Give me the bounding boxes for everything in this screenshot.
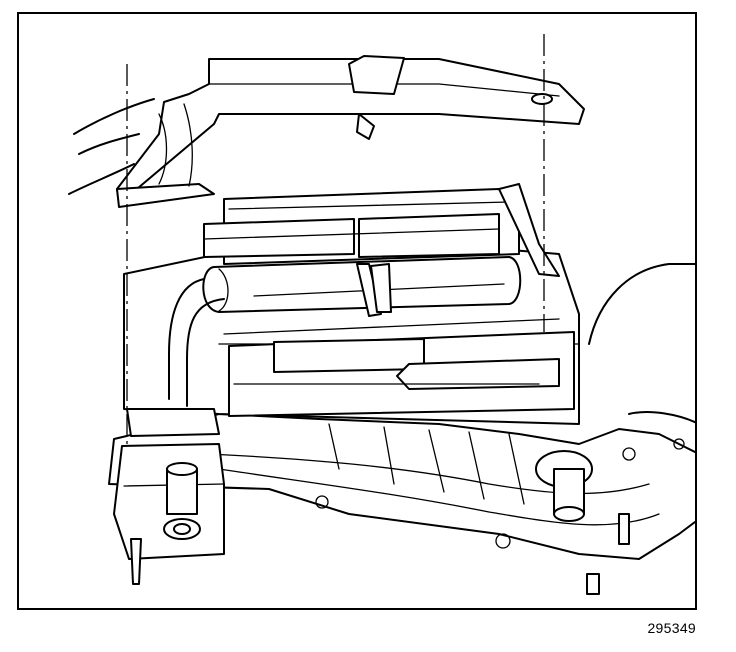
case-cover (116, 55, 585, 208)
diagram-frame (17, 12, 697, 610)
figure-number: 295349 (647, 620, 696, 636)
heater-core-illustration (68, 34, 695, 595)
alignment-lines (126, 34, 545, 444)
hand-glove-icon (68, 98, 155, 195)
blower-duct (588, 263, 695, 459)
blower-motor-hub (535, 450, 630, 595)
upper-core-fins (203, 183, 560, 277)
lower-housing (108, 413, 695, 560)
heater-hoses (113, 278, 225, 585)
